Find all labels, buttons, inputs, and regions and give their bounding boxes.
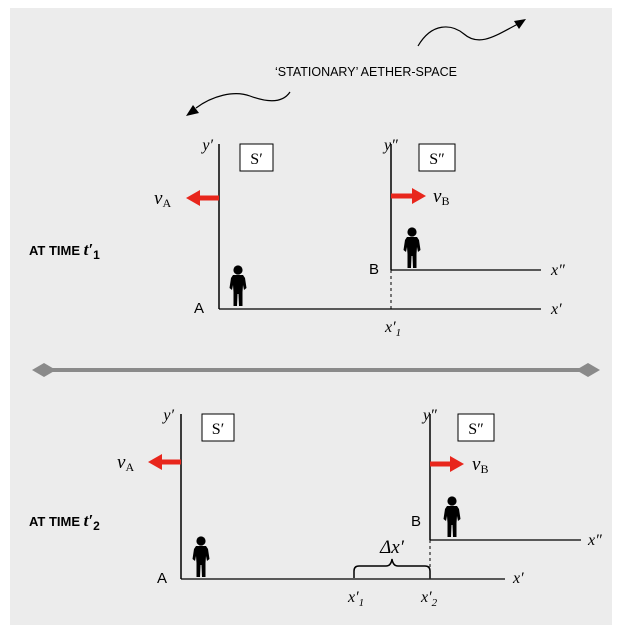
velocity-b-label-2: vB <box>472 454 488 476</box>
frame-s-prime-box <box>239 143 274 172</box>
velocity-b-symbol: v <box>433 186 442 207</box>
panel-divider <box>32 363 600 377</box>
drift-arrow-left-icon <box>186 91 291 116</box>
frame-s-double-prime-label: S″ <box>429 151 445 168</box>
background-panel <box>10 8 612 625</box>
x1-label: x′1 <box>384 319 401 339</box>
delta-x-label: Δx′ <box>379 537 405 558</box>
velocity-b-label: vB <box>433 186 449 208</box>
frame-s-double-prime-label-2: S″ <box>468 421 484 438</box>
time2-prefix: AT TIME <box>29 514 84 529</box>
point-b-label: B <box>369 261 379 278</box>
time2-var: t′ <box>84 511 94 530</box>
x1-var-2: x′ <box>347 589 359 606</box>
velocity-b-symbol-2: v <box>472 454 481 475</box>
frame-s-double-prime-box <box>418 143 456 172</box>
velocity-b-subscript: B <box>441 194 449 208</box>
x-prime-label-2: x′ <box>512 570 524 587</box>
aether-space-label: ‘STATIONARY’ AETHER-SPACE <box>275 65 457 79</box>
point-a-label-2: A <box>157 570 167 587</box>
x-prime-label: x′ <box>550 301 562 318</box>
frame-s-prime-box-2 <box>201 413 235 442</box>
x1-subscript-2: 1 <box>359 597 365 609</box>
frame-s-double-prime-box-2 <box>457 413 495 442</box>
x2-var: x′ <box>420 589 432 606</box>
velocity-b-arrow-icon <box>391 188 426 204</box>
velocity-a-arrow-icon-2 <box>148 454 181 470</box>
x-double-prime-label: x″ <box>550 262 565 279</box>
y-double-prime-label: y″ <box>382 137 398 154</box>
point-b-label-2: B <box>411 513 421 530</box>
time2-label: AT TIME t′2 <box>29 511 100 533</box>
velocity-b-subscript-2: B <box>480 462 488 476</box>
x-double-prime-label-2: x″ <box>587 532 602 549</box>
y-prime-label-2: y′ <box>161 407 174 424</box>
x2-subscript: 2 <box>432 597 438 609</box>
point-a-label: A <box>194 300 204 317</box>
x1-label-2: x′1 <box>347 589 364 609</box>
velocity-a-subscript: A <box>162 196 171 210</box>
frame-s-prime-label-2: S′ <box>212 421 224 438</box>
x2-label: x′2 <box>420 589 438 609</box>
velocity-a-label: vA <box>154 188 171 210</box>
delta-brace-icon <box>353 558 431 578</box>
y-double-prime-label-2: y″ <box>421 407 437 424</box>
velocity-a-symbol-2: v <box>117 452 126 473</box>
time1-prefix: AT TIME <box>29 243 84 258</box>
time1-var: t′ <box>84 240 94 259</box>
velocity-b-arrow-icon-2 <box>430 456 464 472</box>
time1-subscript: 1 <box>93 248 100 262</box>
panel-time-2: AT TIME t′2 y′ x′ S′ A vA y″ x″ S″ B vB <box>29 407 602 609</box>
drift-arrow-right-icon <box>417 19 526 47</box>
velocity-a-subscript-2: A <box>125 460 134 474</box>
x1-subscript: 1 <box>396 327 402 339</box>
velocity-a-arrow-icon <box>186 190 219 206</box>
time1-label: AT TIME t′1 <box>29 240 100 262</box>
velocity-a-label-2: vA <box>117 452 134 474</box>
frame-s-prime-label: S′ <box>250 151 262 168</box>
velocity-a-symbol: v <box>154 188 163 209</box>
time2-subscript: 2 <box>93 519 100 533</box>
y-prime-label: y′ <box>200 137 213 154</box>
x1-var: x′ <box>384 319 396 336</box>
panel-time-1: AT TIME t′1 y′ x′ S′ A vA y″ x″ S″ B vB <box>29 137 565 339</box>
